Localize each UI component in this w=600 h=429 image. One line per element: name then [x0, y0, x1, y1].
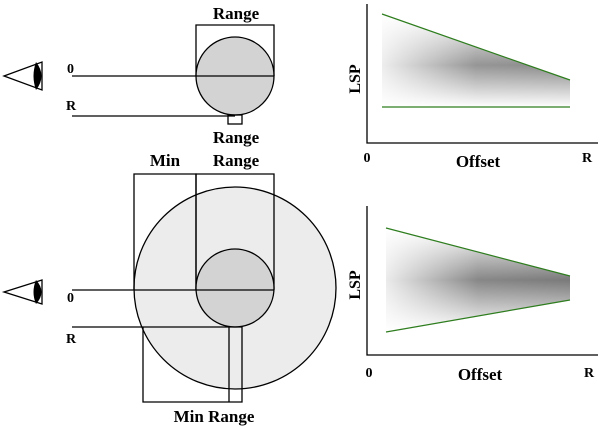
- range-bracket: [195, 24, 275, 76]
- x-start-label: 0: [364, 151, 371, 166]
- x-end-label: R: [582, 151, 593, 166]
- top-chart: LSP Offset 0 R: [347, 4, 598, 171]
- x-end-label: R: [584, 366, 595, 381]
- upper-edge: [381, 13, 571, 81]
- zero-label: 0: [67, 291, 74, 306]
- range-marker: [227, 114, 243, 125]
- range-bracket: [195, 173, 275, 290]
- bottom-diagram: Min Range 0 R Min Range: [1, 151, 337, 426]
- object-circle: [195, 248, 275, 328]
- r-label: R: [66, 99, 77, 114]
- eye-icon: [2, 61, 43, 91]
- axes: [366, 206, 598, 356]
- eye-icon: [1, 279, 43, 305]
- bottom-chart: LSP Offset 0 R: [347, 206, 598, 384]
- range-label-top: Range: [213, 4, 260, 23]
- range-label-below: Range: [213, 128, 260, 147]
- y-axis-label: LSP: [347, 270, 364, 300]
- r-label: R: [66, 332, 77, 347]
- range-label: Range: [213, 151, 260, 170]
- y-axis-label: LSP: [347, 64, 364, 94]
- upper-edge: [385, 227, 571, 277]
- zero-label: 0: [67, 62, 74, 77]
- top-diagram: Range Range 0 R: [2, 4, 275, 147]
- lower-edge: [385, 299, 571, 333]
- x-axis-label: Offset: [456, 152, 501, 171]
- min-range-label: Min Range: [174, 407, 255, 426]
- x-start-label: 0: [366, 366, 373, 381]
- x-axis-label: Offset: [458, 365, 503, 384]
- min-label: Min: [150, 151, 181, 170]
- axes: [366, 4, 598, 144]
- min-range-bracket: [142, 327, 243, 403]
